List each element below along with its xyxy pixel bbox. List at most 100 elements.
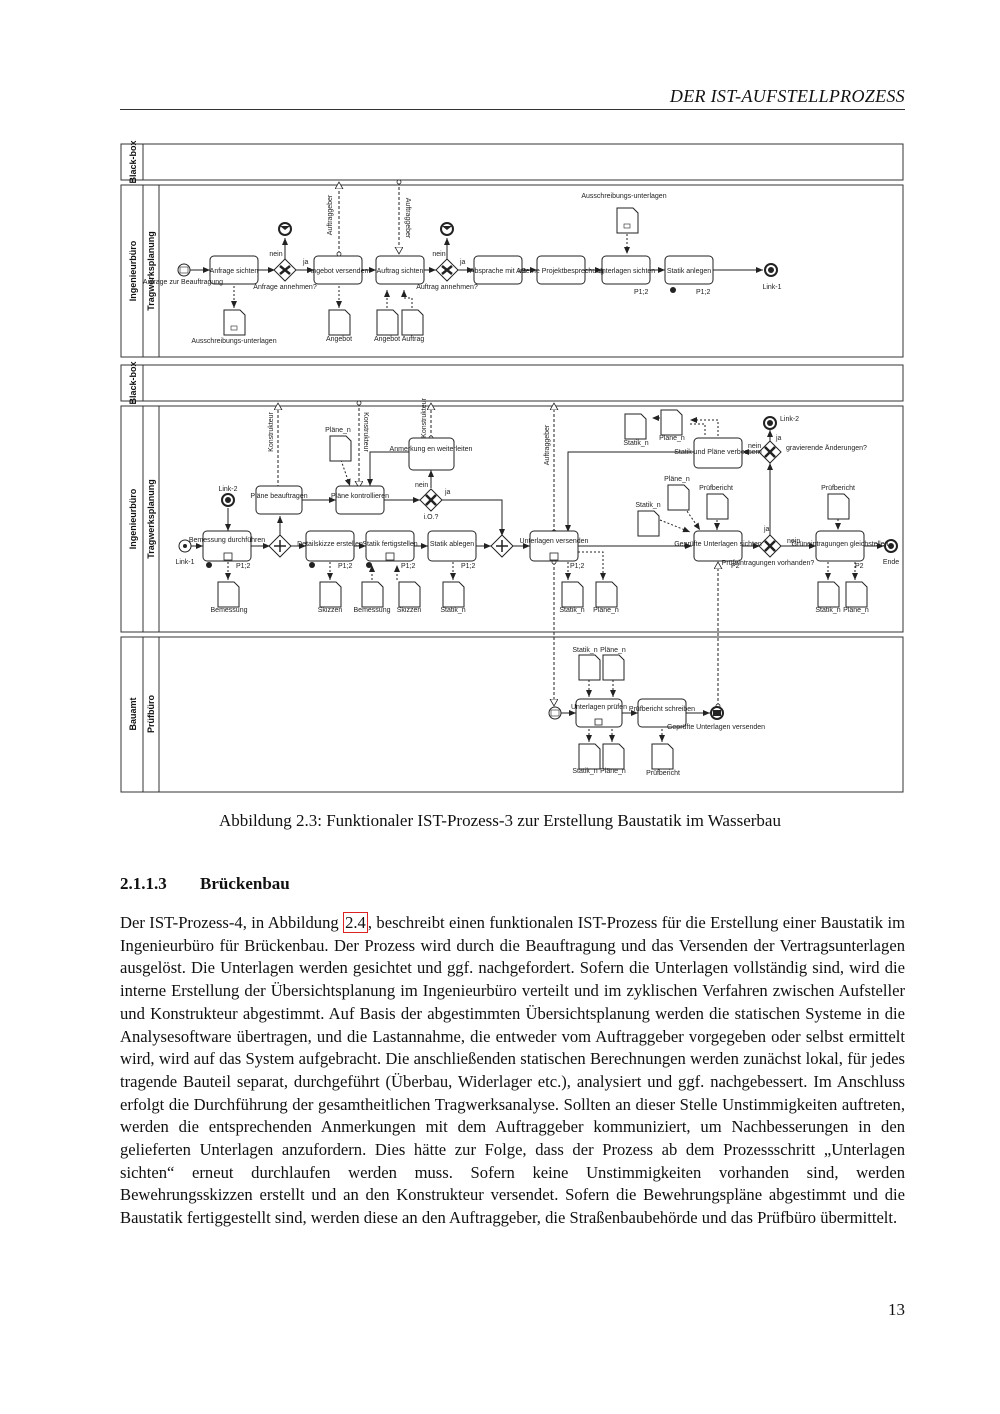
doc-plaene-n-3 [845, 581, 868, 608]
doc-angebot [328, 309, 351, 336]
end-envelope-icon [280, 226, 290, 230]
label-pruefbericht-schreiben: Prüfbericht schreiben [629, 706, 695, 713]
task-gepruefte-unterlagen [693, 530, 743, 562]
label-link1-start: Link-1 [175, 559, 194, 566]
label-doc-plaene-n2: Pläne_n [593, 607, 619, 614]
doc-skizzen-2 [398, 581, 421, 608]
doc-statik-n-top [624, 413, 647, 440]
label-gepruefte: Geprüfte Unterlagen sichten [674, 541, 762, 548]
label-link2-start: Link-2 [218, 486, 237, 493]
link-icon [768, 267, 774, 273]
task-grueneintragungen [815, 530, 865, 562]
page-number: 13 [888, 1300, 905, 1319]
label-p2-p12d: P1;2 [461, 563, 476, 570]
label-link2-end: Link-2 [780, 416, 799, 423]
label-p3-plaene-top: Pläne_n [600, 647, 626, 654]
pool-label-1: Ingenieurbüro [128, 240, 138, 301]
doc-ausschreibung-bottom [223, 309, 246, 336]
label-p3-statik-top: Statik_n [572, 647, 597, 654]
label-unterlagen-pruefen: Unterlagen prüfen [571, 704, 627, 711]
label-gw1: Anfrage annehmen? [253, 284, 317, 291]
label-bemessung: Bemessung durchführen [189, 537, 265, 544]
label-link1: Link-1 [762, 284, 781, 291]
blackbox-label-2: Black-box [128, 361, 138, 404]
label-p12-1: P1;2 [634, 289, 649, 296]
bpmn-diagram: Black-box Ingenieurbüro Tragwerksplanung… [120, 140, 904, 793]
label-p2-p12b: P1;2 [338, 563, 353, 570]
task-detailskizze [305, 530, 355, 562]
label-auftrag: Auftrag sichten [377, 268, 424, 275]
task-interne-projektbesprechung [536, 255, 586, 285]
lane-label-3: Prüfbüro [146, 695, 156, 733]
label-msg-konstrukteur1: Konstrukteur [268, 411, 275, 451]
label-statik-plaene: Statik und Pläne verbessern [674, 449, 762, 456]
label-doc-bemessung2: Bemessung [354, 607, 391, 614]
blackbox-pool-1 [120, 143, 904, 181]
label-start: Anfrage zur Beauftragung [143, 279, 223, 286]
label-ja-1: ja [302, 259, 309, 266]
label-ende: Ende [883, 559, 899, 566]
task-statik-fertigstellen [365, 530, 415, 562]
doc-ausschreibung-top [616, 207, 639, 234]
doc-bemessung [217, 581, 240, 608]
body-text-start: Der IST-Prozess-4, in Abbildung [120, 913, 344, 932]
label-statik-ablegen: Statik ablegen [430, 541, 474, 548]
label-msg-konstrukteur3: Konstrukteur [421, 397, 428, 437]
pool-ingenieurbuero-2 [120, 405, 904, 633]
label-doc-ausschreibung-top: Ausschreibungs-unterlagen [581, 193, 666, 200]
label-msg-auftraggeber1: Auftraggeber [327, 194, 334, 235]
pool-label-3: Bauamt [128, 697, 138, 730]
label-doc-skizzen2: Skizzen [397, 607, 422, 614]
figure-caption: Abbildung 2.3: Funktionaler IST-Prozess-… [219, 811, 781, 830]
task-auftrag-sichten [375, 255, 425, 285]
label-plaene-kontrollieren: Pläne kontrollieren [331, 493, 389, 500]
label-interne: Interne Projektbesprechung [518, 268, 604, 275]
doc-plaene-n-p3-top [602, 654, 625, 681]
label-anmerkung: Anmerkung en weiterleiten [390, 446, 473, 453]
label-p2-p12a: P1;2 [236, 563, 251, 570]
label-gw2: Auftrag annehmen? [416, 284, 478, 291]
doc-statik-n-p3-bot [578, 743, 601, 770]
body-text-rest: , beschreibt einen funktionalen IST-Proz… [120, 913, 905, 1228]
label-doc-skizzen: Skizzen [318, 607, 343, 614]
envelope-icon [179, 266, 189, 274]
doc-plaene-n-p3-bot [602, 743, 625, 770]
label-doc-plaene-n3: Pläne_n [843, 607, 869, 614]
task-statik-ablegen [427, 530, 477, 562]
doc-skizzen [319, 581, 342, 608]
header-rule [120, 109, 905, 110]
lane-label-2: Tragwerksplanung [146, 479, 156, 559]
label-doc-plaene-top2: Pläne_n [659, 435, 685, 442]
label-ja-2: ja [459, 259, 466, 266]
label-absprache: Absprache mit AG [470, 268, 526, 275]
label-nein-1: nein [269, 251, 282, 258]
doc-statik-n-2 [561, 581, 584, 608]
label-p3-pruefbericht: Prüfbericht [646, 770, 680, 777]
task-unterlagen-pruefen [575, 698, 623, 728]
task-pruefbericht-schreiben [637, 698, 687, 728]
label-p3-plaene-bot: Pläne_n [600, 768, 626, 775]
label-p3-statik-bot: Statik_n [572, 768, 597, 775]
label-statik-fertig: Statik fertigstellen [362, 541, 417, 548]
running-header: DER IST-AUFSTELLPROZESS [669, 86, 905, 106]
label-doc-statik-top: Statik_n [623, 440, 648, 447]
doc-statik-n [442, 581, 465, 608]
label-plaene-beauftragen: Pläne beauftragen [250, 493, 307, 500]
label-doc-pruefbericht-right: Prüfbericht [821, 485, 855, 492]
doc-pruefbericht-right [827, 493, 850, 520]
envelope-icon-end [713, 710, 721, 716]
label-ja-p2: ja [444, 489, 451, 496]
figure-reference-link[interactable]: 2.4 [343, 912, 368, 933]
section-title: Brückenbau [200, 874, 290, 893]
doc-auftrag [401, 309, 424, 336]
doc-pruefbericht-p3 [651, 743, 674, 770]
label-doc-statik-n3: Statik_n [815, 607, 840, 614]
label-ja3-p2: ja [763, 526, 770, 533]
end-envelope-icon-2 [442, 226, 452, 230]
label-statik: Statik anlegen [667, 268, 711, 275]
pool-label-2: Ingenieurbüro [128, 488, 138, 549]
label-doc-statik-n: Statik_n [440, 607, 465, 614]
label-doc-ausschreibung: Ausschreibungs-unterlagen [191, 338, 276, 345]
task-statik-anlegen [664, 255, 714, 285]
doc-statik-n-mid [637, 510, 660, 537]
